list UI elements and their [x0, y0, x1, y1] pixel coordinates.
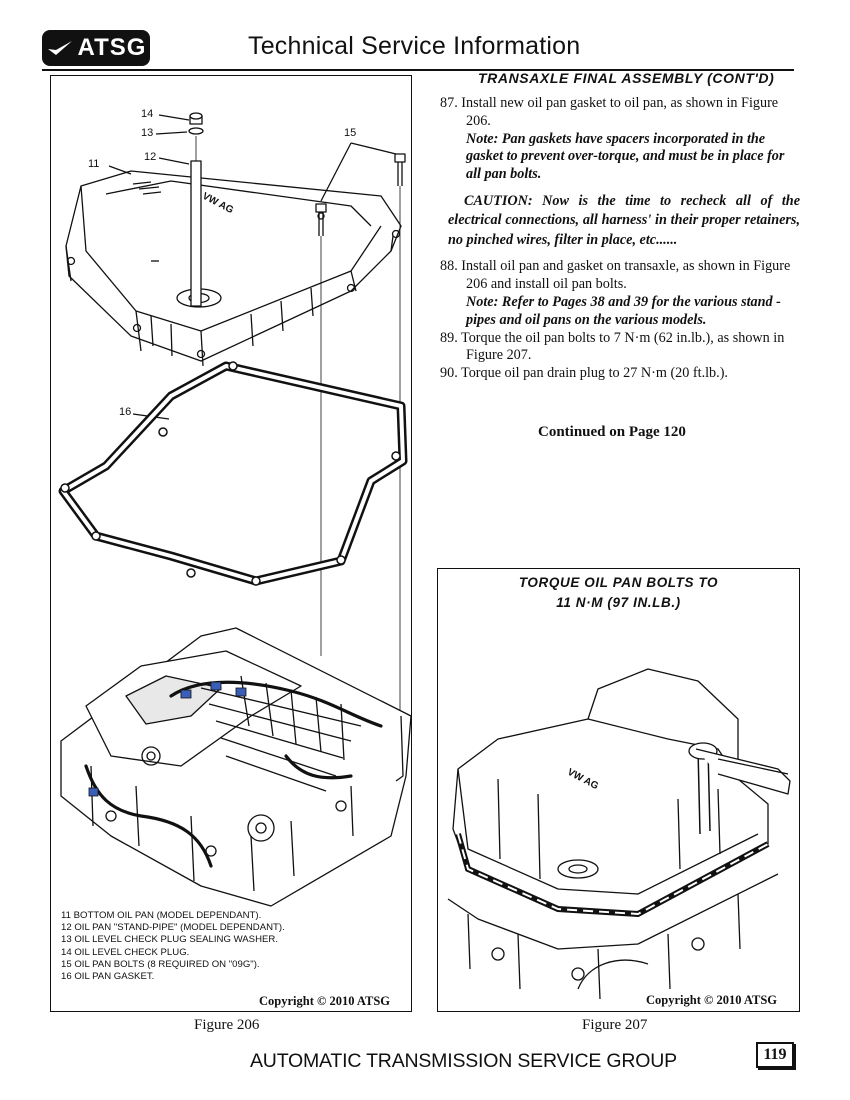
- figure-207-panel: Torque Oil Pan Bolts To 11 N·M (97 In.Lb…: [437, 568, 800, 1012]
- logo-text: ATSG: [77, 34, 147, 61]
- step-87: 87. Install new oil pan gasket to oil pa…: [440, 95, 779, 129]
- page-number: 119: [756, 1042, 794, 1068]
- torque-caption-line2: 11 N·M (97 In.Lb.): [556, 595, 681, 610]
- callout-12: 12: [144, 151, 157, 163]
- step-87-note: Note: Pan gaskets have spacers incorpora…: [466, 130, 785, 183]
- figure-206-label: Figure 206: [194, 1017, 260, 1033]
- figure-206-panel: 14 13 12 11 15 16 VW AG 11 BOTTOM OIL PA…: [50, 75, 412, 1012]
- legend-item: 11 BOTTOM OIL PAN (MODEL DEPENDANT).: [61, 910, 262, 921]
- callout-13: 13: [141, 127, 154, 139]
- callout-16: 16: [119, 406, 132, 418]
- checkmark-icon: [47, 41, 72, 55]
- legend-item: 14 OIL LEVEL CHECK PLUG.: [61, 946, 190, 958]
- step-88-note: Note: Refer to Pages 38 and 39 for the v…: [466, 294, 781, 328]
- step-89: 89. Torque the oil pan bolts to 7 N·m (6…: [440, 329, 785, 364]
- copyright-207: Copyright © 2010 ATSG: [646, 993, 777, 1007]
- callout-15: 15: [344, 127, 357, 139]
- legend-item: 16 OIL PAN GASKET.: [61, 971, 155, 983]
- legend-item: 13 OIL LEVEL CHECK PLUG SEALING WASHER.: [61, 934, 278, 946]
- page-title: Technical Service Information: [248, 32, 581, 60]
- caution-text: CAUTION: Now is the time to recheck all …: [448, 192, 800, 248]
- legend-item: 15 OIL PAN BOLTS (8 REQUIRED ON "09G").: [61, 958, 260, 970]
- oil-pan-exploded-illustration: [58, 112, 412, 907]
- parts-legend: 11 BOTTOM OIL PAN (MODEL DEPENDANT). 12 …: [61, 910, 401, 983]
- footer-title: AUTOMATIC TRANSMISSION SERVICE GROUP: [250, 1050, 677, 1072]
- section-title: Transaxle Final Assembly (Cont'd): [478, 70, 775, 86]
- callout-14: 14: [141, 108, 154, 120]
- legend-item: 12 OIL PAN "STAND-PIPE" (MODEL DEPENDANT…: [61, 922, 285, 934]
- torque-caption-line1: Torque Oil Pan Bolts To: [518, 575, 719, 590]
- instructions: 87. Install new oil pan gasket to oil pa…: [440, 95, 800, 383]
- copyright-206: Copyright © 2010 ATSG: [259, 994, 390, 1008]
- header-divider: [42, 69, 794, 71]
- torque-caption: Torque Oil Pan Bolts To 11 N·M (97 In.Lb…: [438, 573, 799, 613]
- step-88: 88. Install oil pan and gasket on transa…: [440, 258, 791, 293]
- step-90: 90. Torque oil pan drain plug to 27 N·m …: [440, 365, 728, 382]
- figure-207-label: Figure 207: [582, 1017, 648, 1033]
- continued-note: Continued on Page 120: [538, 424, 686, 440]
- atsg-logo: ATSG: [42, 30, 150, 66]
- torque-wrench-illustration: [447, 668, 791, 1000]
- callout-11: 11: [88, 158, 100, 170]
